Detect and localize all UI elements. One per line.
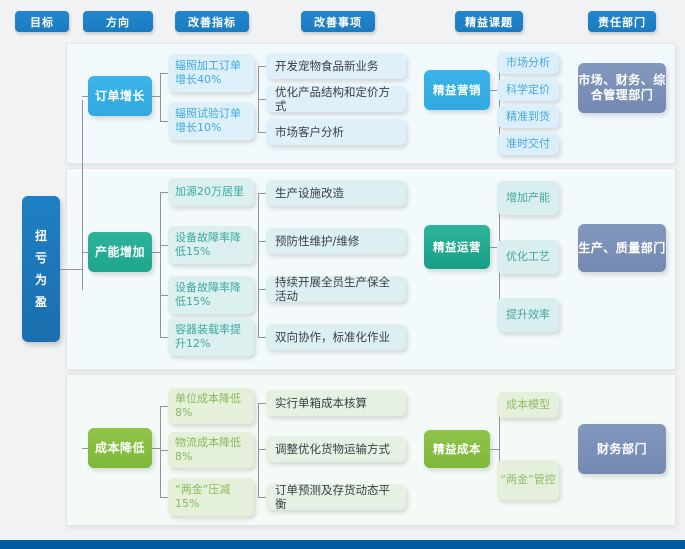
- metric-node-2-1[interactable]: 物流成本降低8%: [168, 432, 254, 468]
- metric-lead-1-0: [160, 192, 168, 193]
- item-node-0-1[interactable]: 优化产品结构和定价方式: [266, 85, 406, 113]
- metric-node-0-1[interactable]: 辐照试验订单增长10%: [168, 102, 254, 140]
- metric-bus-2: [160, 406, 161, 497]
- subtopic-bus-0: [499, 63, 500, 144]
- metric-lead-1-2: [160, 295, 168, 296]
- root-char-0: 扭: [34, 228, 47, 243]
- metric-lead-2-1: [160, 450, 168, 451]
- subtopic-node-0-2[interactable]: 精准到货: [497, 106, 559, 128]
- subtopic-node-1-2[interactable]: 提升效率: [497, 298, 559, 332]
- metric-node-2-2[interactable]: “两金”压减15%: [168, 478, 254, 516]
- item-node-1-1[interactable]: 预防性维护/维修: [266, 228, 406, 254]
- item-lead-2-1: [258, 449, 266, 450]
- metric-node-1-2[interactable]: 设备故障率降低15%: [168, 276, 254, 314]
- item-node-2-2[interactable]: 订单预测及存货动态平衡: [266, 483, 406, 511]
- metric-bus-stub-1: [152, 252, 160, 253]
- subtopic-node-1-1[interactable]: 优化工艺: [497, 240, 559, 274]
- column-header-4: 精益课题: [455, 11, 523, 32]
- topic-node-0[interactable]: 精益营销: [424, 70, 490, 110]
- item-node-1-2[interactable]: 持续开展全员生产保全活动: [266, 275, 406, 303]
- item-bus-1: [258, 193, 259, 337]
- metric-bus-1: [160, 192, 161, 337]
- subtopic-node-0-0[interactable]: 市场分析: [497, 52, 559, 74]
- metric-node-0-0[interactable]: 辐照加工订单增长40%: [168, 54, 254, 92]
- metric-node-1-3[interactable]: 容器装载率提升12%: [168, 318, 254, 356]
- subtopic-bus-2: [499, 405, 500, 480]
- item-lead-0-2: [258, 132, 266, 133]
- item-lead-2-0: [258, 403, 266, 404]
- metric-node-2-0[interactable]: 单位成本降低8%: [168, 388, 254, 424]
- subtopic-node-0-1[interactable]: 科学定价: [497, 79, 559, 101]
- column-header-0: 目标: [15, 11, 69, 32]
- topic-node-2[interactable]: 精益成本: [424, 430, 490, 468]
- item-node-2-0[interactable]: 实行单箱成本核算: [266, 390, 406, 416]
- metric-bus-0: [160, 73, 161, 121]
- metric-lead-2-2: [160, 497, 168, 498]
- metric-bus-stub-2: [152, 448, 160, 449]
- item-lead-1-3: [258, 337, 266, 338]
- subtopic-node-1-0[interactable]: 增加产能: [497, 181, 559, 215]
- metric-bus-stub-0: [152, 96, 160, 97]
- item-lead-0-0: [258, 66, 266, 67]
- root-char-2: 为: [34, 273, 47, 287]
- metric-lead-2-0: [160, 406, 168, 407]
- subtopic-bus-stub-0: [490, 90, 499, 91]
- root-char-1: 亏: [34, 250, 47, 265]
- metric-lead-1-3: [160, 337, 168, 338]
- subtopic-node-2-0[interactable]: 成本模型: [497, 392, 559, 418]
- item-lead-0-1: [258, 99, 266, 100]
- metric-node-1-0[interactable]: 加源20万居里: [168, 178, 254, 206]
- root-goal-label: 扭 亏 为 盈: [22, 196, 60, 342]
- item-node-1-0[interactable]: 生产设施改造: [266, 180, 406, 206]
- department-node-2[interactable]: 财务部门: [578, 424, 666, 474]
- item-node-0-0[interactable]: 开发宠物食品新业务: [266, 53, 406, 79]
- direction-node-0[interactable]: 订单增长: [88, 76, 152, 116]
- department-node-0[interactable]: 市场、财务、综合管理部门: [578, 63, 666, 113]
- metric-lead-1-1: [160, 245, 168, 246]
- topic-node-1[interactable]: 精益运营: [424, 225, 490, 269]
- direction-node-1[interactable]: 产能增加: [88, 232, 152, 272]
- item-node-2-1[interactable]: 调整优化货物运输方式: [266, 436, 406, 462]
- item-lead-1-2: [258, 289, 266, 290]
- item-bus-2: [258, 403, 259, 497]
- item-lead-1-0: [258, 193, 266, 194]
- trunk-vertical: [82, 100, 83, 290]
- subtopic-bus-stub-2: [490, 449, 499, 450]
- item-node-1-3[interactable]: 双向协作，标准化作业: [266, 324, 406, 350]
- column-header-3: 改善事项: [301, 11, 375, 32]
- column-header-1: 方向: [83, 11, 153, 32]
- item-lead-1-1: [258, 241, 266, 242]
- root-stub-h: [60, 269, 82, 270]
- direction-node-2[interactable]: 成本降低: [88, 428, 152, 468]
- item-node-0-2[interactable]: 市场客户分析: [266, 119, 406, 145]
- subtopic-node-2-1[interactable]: “两金”管控: [497, 460, 559, 500]
- root-char-3: 盈: [34, 295, 47, 310]
- subtopic-node-0-3[interactable]: 准时交付: [497, 133, 559, 155]
- metric-lead-0-1: [160, 121, 168, 122]
- column-header-5: 责任部门: [588, 11, 656, 32]
- column-header-2: 改善指标: [175, 11, 249, 32]
- department-node-1[interactable]: 生产、质量部门: [578, 224, 666, 272]
- subtopic-bus-stub-1: [490, 247, 499, 248]
- item-lead-2-2: [258, 497, 266, 498]
- metric-node-1-1[interactable]: 设备故障率降低15%: [168, 226, 254, 264]
- footer-bar: [0, 540, 685, 549]
- metric-lead-0-0: [160, 73, 168, 74]
